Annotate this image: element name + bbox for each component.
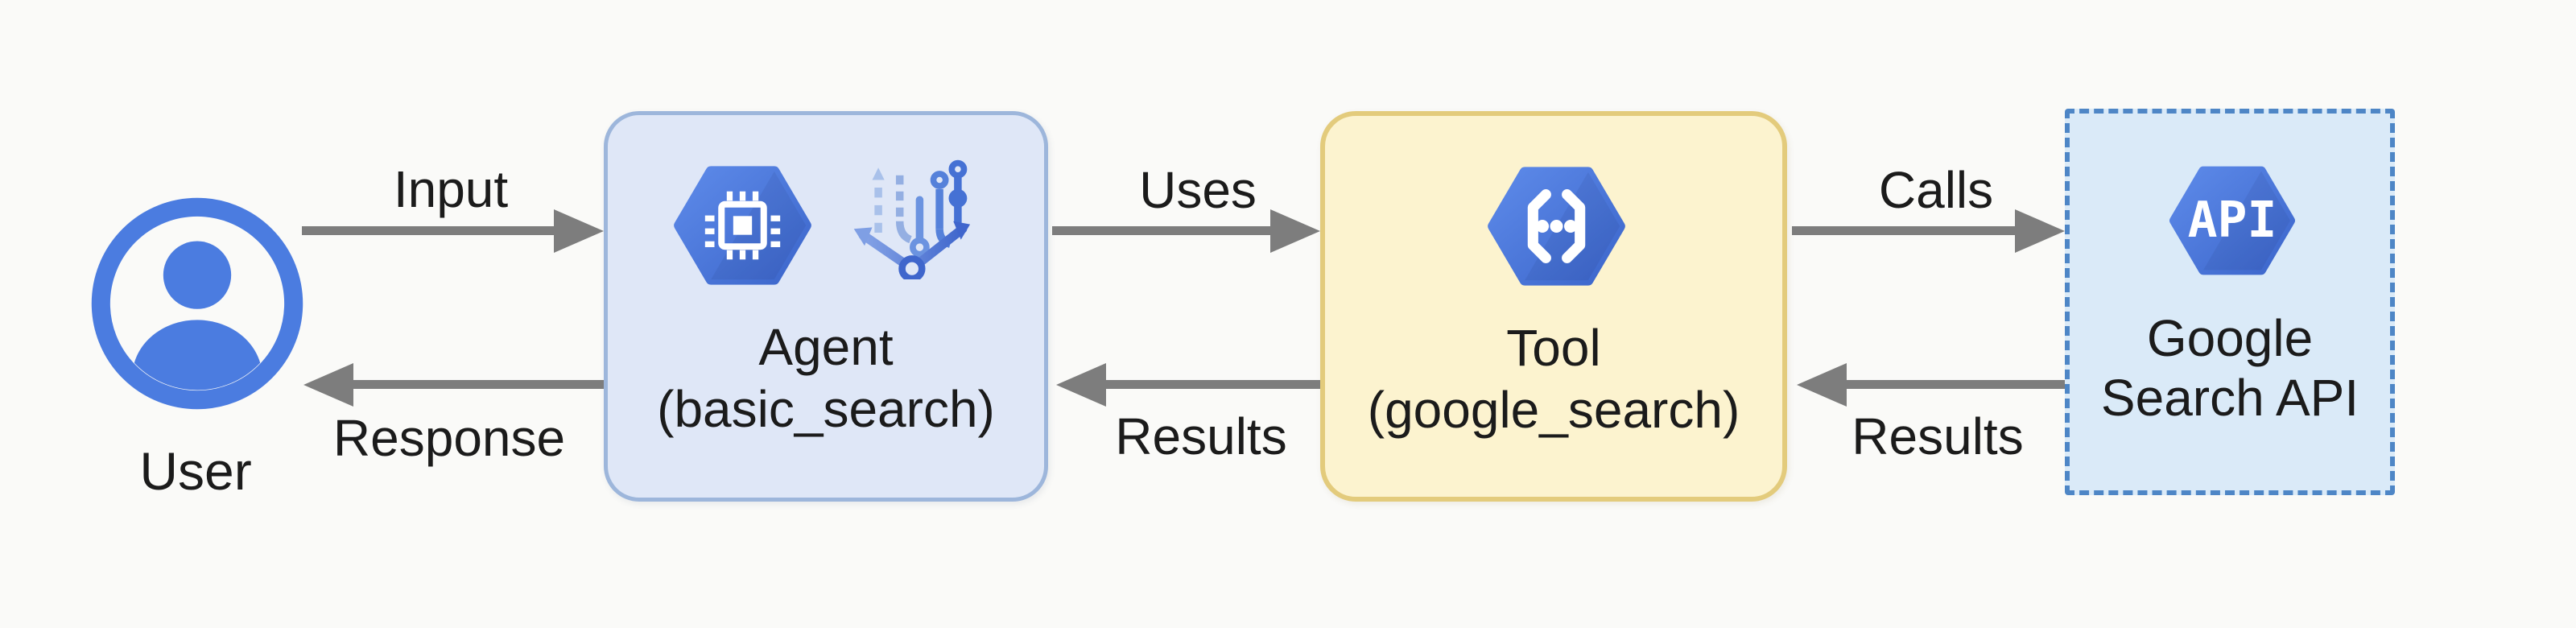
- edge-label-calls: Calls: [1878, 161, 1994, 219]
- api-title-line2: Search API: [2100, 369, 2359, 427]
- branching-decision-icon: [853, 159, 971, 279]
- arrow-results-api: [1847, 380, 2065, 389]
- user-account-icon: [91, 197, 303, 410]
- cloud-hexagon-brackets-icon: [1488, 167, 1625, 286]
- tool-subtitle: (google_search): [1367, 381, 1740, 439]
- agent-label: Agent (basic_search): [608, 316, 1044, 440]
- edge-label-input: Input: [393, 160, 509, 218]
- user-label: User: [139, 441, 252, 501]
- cloud-hexagon-chip-icon: [674, 166, 811, 285]
- api-label: Google Search API: [2070, 308, 2390, 428]
- edge-label-results-api: Results: [1852, 407, 2024, 465]
- chip-pins: [704, 191, 781, 260]
- google-search-api-box: API Google Search API: [2065, 109, 2395, 495]
- cloud-hexagon-api-icon: API: [2169, 166, 2295, 275]
- agent-title: Agent: [758, 318, 894, 376]
- arrow-calls: [1792, 226, 2015, 235]
- arrow-uses: [1052, 226, 1270, 235]
- api-title-line1: Google: [2146, 309, 2314, 367]
- tool-label: Tool (google_search): [1325, 317, 1782, 441]
- edge-label-results-mid: Results: [1115, 407, 1287, 465]
- tool-title: Tool: [1506, 319, 1601, 377]
- edge-label-uses: Uses: [1139, 161, 1257, 219]
- agent-subtitle: (basic_search): [657, 380, 995, 438]
- arrow-input: [302, 226, 554, 235]
- tool-box: Tool (google_search): [1320, 111, 1787, 502]
- arrow-response: [353, 380, 604, 389]
- edge-label-response: Response: [332, 409, 566, 467]
- agent-box: Agent (basic_search): [604, 111, 1048, 502]
- arrow-results-tool: [1106, 380, 1320, 389]
- api-hex-label: API: [2188, 192, 2277, 249]
